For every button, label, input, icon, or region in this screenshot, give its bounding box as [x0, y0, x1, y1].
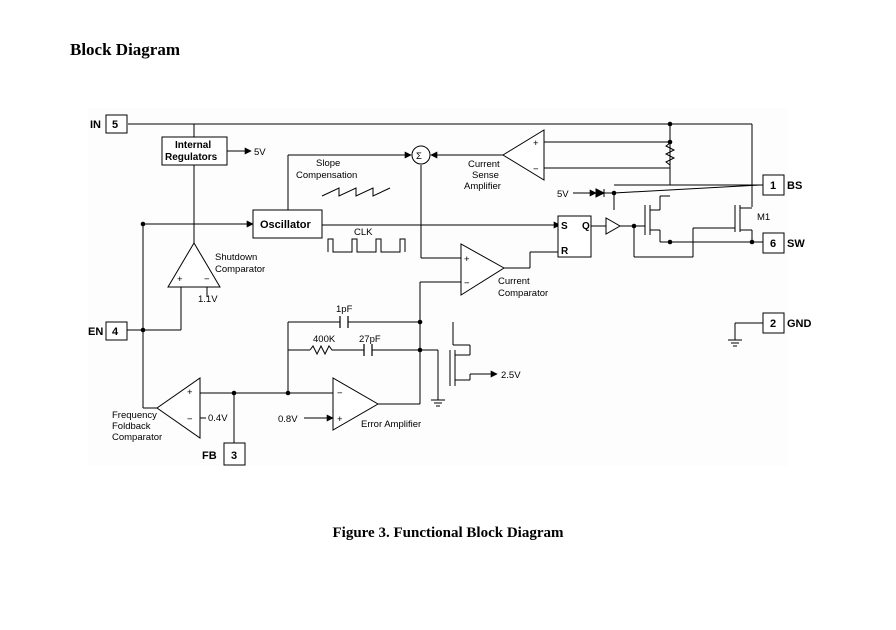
current-comparator: [460, 243, 505, 296]
ea-plus: +: [337, 414, 343, 425]
pin-number-gnd: 2: [770, 318, 776, 330]
clk-waveform: [327, 238, 406, 253]
pin-label-sw: SW: [787, 238, 805, 250]
ff-label-3: Comparator: [112, 432, 162, 443]
sdc-minus: −: [204, 274, 210, 285]
pin-number-en: 4: [112, 326, 119, 338]
pin-label-in: IN: [90, 119, 101, 131]
oscillator-block: [252, 209, 323, 239]
frequency-foldback-comparator: [156, 377, 201, 439]
error-amp-label: Error Amplifier: [361, 419, 421, 430]
ff-label-1: Frequency: [112, 410, 157, 421]
error-amplifier: [332, 377, 379, 431]
csa-minus: −: [533, 164, 539, 175]
sr-latch-block: [557, 215, 592, 258]
shutdown-comparator: [167, 242, 221, 288]
pin-box-bs: [762, 174, 785, 196]
figure-caption: Figure 3. Functional Block Diagram: [332, 525, 564, 541]
gate-driver-buffer: [605, 217, 622, 235]
csa-label-3: Amplifier: [464, 181, 501, 192]
slope-label-2: Compensation: [296, 170, 357, 181]
csa-plus: +: [533, 138, 539, 149]
m1-label: M1: [757, 212, 770, 223]
res-400k-label: 400K: [313, 334, 336, 345]
latch-r: R: [561, 246, 569, 257]
oscillator-label: Oscillator: [260, 219, 311, 231]
slope-ramp-waveform: [321, 187, 391, 197]
shutdown-label-2: Comparator: [215, 264, 265, 275]
pin-label-bs: BS: [787, 180, 802, 192]
cap-27pf-label: 27pF: [359, 334, 381, 345]
csa-label-2: Sense: [472, 170, 499, 181]
pin-number-bs: 1: [770, 180, 776, 192]
latch-s: S: [561, 221, 568, 232]
pin-box-en: [105, 321, 128, 341]
ref-2-5v-label: 2.5V: [501, 370, 521, 381]
csa-label-1: Current: [468, 159, 500, 170]
ea-minus: −: [337, 388, 343, 399]
pin-number-in: 5: [112, 119, 118, 131]
cc-minus: −: [464, 278, 470, 289]
regulators-label-1: Internal: [175, 140, 211, 151]
regulators-label-2: Regulators: [165, 152, 218, 163]
shutdown-label-1: Shutdown: [215, 252, 257, 263]
pin-number-fb: 3: [231, 450, 237, 462]
cc-label-2: Comparator: [498, 288, 548, 299]
cap-1pf-label: 1pF: [336, 304, 353, 315]
sdc-plus: +: [177, 274, 183, 285]
summer-symbol: Σ: [416, 151, 422, 162]
ff-label-2: Foldback: [112, 421, 151, 432]
ea-ref-label: 0.8V: [278, 414, 298, 425]
ff-ref-label: 0.4V: [208, 413, 228, 424]
current-sense-amplifier: [502, 129, 545, 181]
ffc-minus: −: [187, 414, 193, 425]
pin-box-fb: [223, 442, 246, 466]
pin-label-en: EN: [88, 326, 103, 338]
pin-box-sw: [762, 232, 785, 254]
pin-box-gnd: [762, 312, 785, 334]
summing-junction: [411, 145, 431, 165]
clk-label: CLK: [354, 227, 373, 238]
shutdown-ref-label: 1.1V: [198, 294, 218, 305]
pin-label-fb: FB: [202, 450, 217, 462]
cc-label-1: Current: [498, 276, 530, 287]
pin-label-gnd: GND: [787, 318, 812, 330]
latch-q: Q: [582, 221, 590, 232]
supply-5v-label: 5V: [557, 189, 569, 200]
slope-label-1: Slope: [316, 158, 340, 169]
pin-number-sw: 6: [770, 238, 776, 250]
pin-box-in: [105, 114, 128, 134]
ffc-plus: +: [187, 387, 193, 398]
internal-regulators-block: [161, 136, 228, 166]
cc-plus: +: [464, 254, 470, 265]
page-heading: Block Diagram: [70, 40, 181, 59]
regulator-5v-label: 5V: [254, 147, 266, 158]
